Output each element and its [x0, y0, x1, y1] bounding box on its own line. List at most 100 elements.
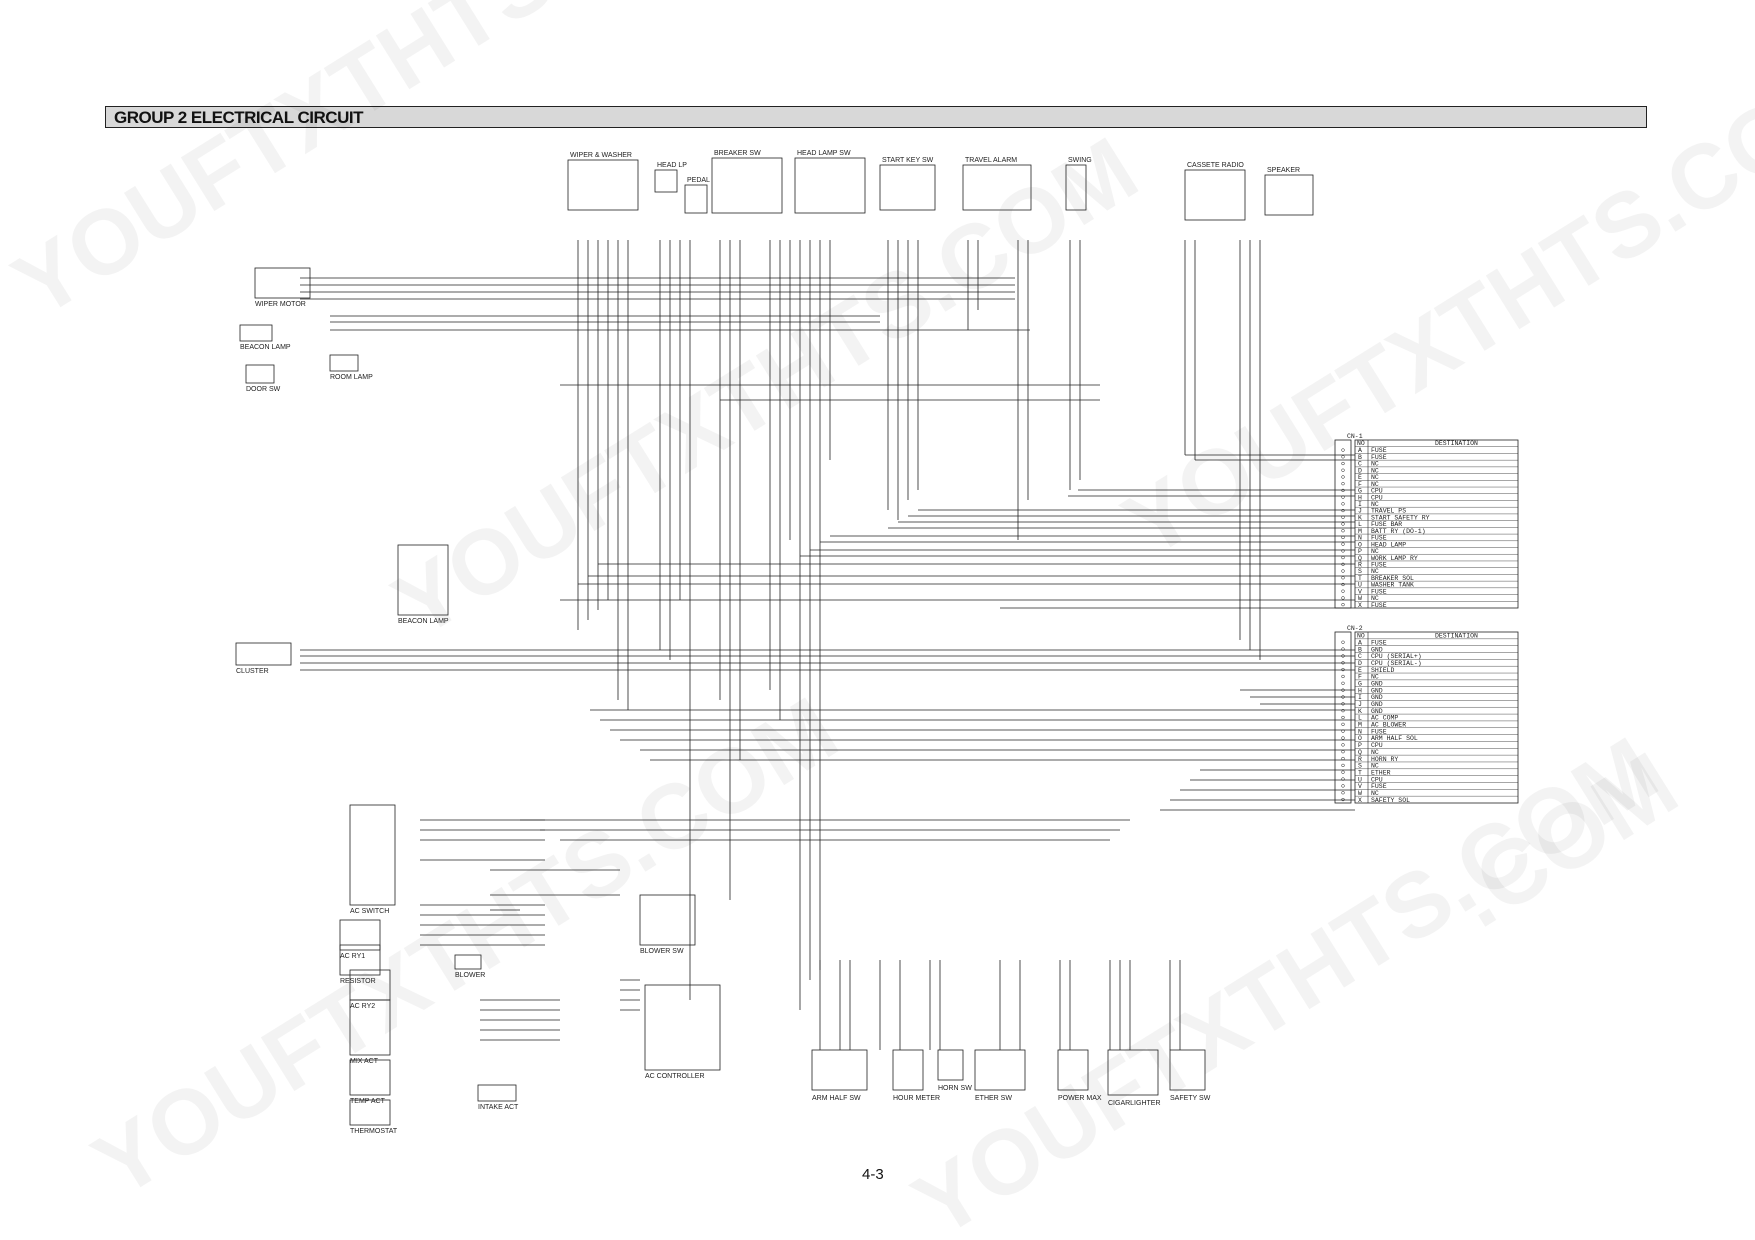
pin: [1341, 542, 1345, 546]
table-cell-destination: HEAD LAMP: [1371, 541, 1406, 548]
table-cell-no: T: [1358, 769, 1362, 776]
table-cell-destination: FUSE: [1371, 588, 1387, 595]
pin: [1341, 729, 1345, 733]
pin: [1341, 750, 1345, 754]
table-cell-destination: NC: [1371, 461, 1379, 468]
table-cell-destination: SAFETY SOL: [1371, 797, 1410, 804]
table-cell-no: I: [1358, 501, 1362, 508]
table-cell-destination: WORK LAMP RY: [1371, 555, 1418, 562]
table-cell-destination: NC: [1371, 548, 1379, 555]
left-component: BLOWER: [454, 954, 485, 979]
table-cell-no: T: [1358, 575, 1362, 582]
table-cell-no: A: [1358, 639, 1362, 646]
component-box: [349, 999, 391, 1056]
table-cell-no: K: [1358, 514, 1362, 521]
table-cell-destination: GND: [1371, 687, 1383, 694]
table-cell-destination: BATT RY (DO-1): [1371, 528, 1426, 535]
table-cell-no: D: [1358, 467, 1362, 474]
pin: [1341, 661, 1345, 665]
table-cell-destination: FUSE: [1371, 639, 1387, 646]
component-label: HEAD LAMP SW: [797, 150, 851, 157]
table-frame: [1354, 439, 1519, 609]
pin: [1341, 522, 1345, 526]
component-label: BREAKER SW: [714, 150, 761, 157]
bottom-component: ETHER SW: [974, 1049, 1026, 1102]
left-component: DOOR SW: [245, 364, 281, 393]
table-cell-no: G: [1358, 488, 1362, 495]
pin: [1341, 667, 1345, 672]
pin: [1341, 756, 1345, 761]
component-label: POWER MAX: [1058, 1095, 1102, 1102]
table-cell-destination: CPU: [1371, 776, 1383, 783]
component-label: DOOR SW: [246, 386, 281, 393]
component-label: HORN SW: [938, 1085, 972, 1092]
top-component: PEDAL: [684, 177, 710, 214]
pin: [1341, 455, 1345, 459]
component-label: AC RY1: [340, 953, 365, 960]
group-title: GROUP 2 ELECTRICAL CIRCUIT: [114, 108, 363, 127]
table-cell-no: V: [1358, 783, 1362, 790]
table-cell-destination: TRAVEL PS: [1371, 508, 1406, 515]
bottom-component: SAFETY SW: [1169, 1049, 1211, 1102]
left-component: INTAKE ACT: [477, 1084, 519, 1111]
pin: [1341, 743, 1345, 747]
component-box: [639, 894, 696, 946]
table-cell-no: B: [1358, 454, 1362, 461]
table-cell-no: O: [1358, 541, 1362, 548]
table-cell-no: R: [1358, 756, 1362, 763]
pin: [1341, 674, 1345, 679]
component-box: [397, 544, 449, 616]
pin: [1341, 640, 1345, 644]
component-label: CASSETE RADIO: [1187, 162, 1244, 169]
pin: [1341, 688, 1345, 692]
component-box: [1065, 164, 1087, 211]
table-cell-no: D: [1358, 660, 1362, 667]
component-box: [254, 267, 311, 299]
component-box: [349, 1099, 391, 1126]
pin: [1341, 784, 1345, 788]
watermark: YOUFTXTHTS.COM: [897, 718, 1675, 1240]
component-label: SPEAKER: [1267, 167, 1300, 174]
pin: [1341, 529, 1345, 533]
table-cell-no: H: [1358, 687, 1362, 694]
pin: [1341, 777, 1345, 781]
top-component: TRAVEL ALARM: [962, 157, 1032, 211]
pin: [1341, 576, 1345, 580]
table-cell-destination: NC: [1371, 763, 1379, 770]
component-box: [349, 1059, 391, 1096]
table-cell-no: C: [1358, 653, 1362, 660]
table-cell-destination: AC BLOWER: [1371, 722, 1406, 729]
table-cell-no: A: [1358, 447, 1362, 454]
component-box: [962, 164, 1032, 211]
table-cell-destination: WASHER TANK: [1371, 582, 1414, 589]
left-component: TEMP ACT: [349, 1059, 391, 1105]
table-cell-no: W: [1358, 595, 1362, 602]
pin: [1341, 695, 1345, 699]
component-label: WIPER MOTOR: [255, 301, 306, 308]
pin: [1341, 555, 1345, 560]
component-box: [974, 1049, 1026, 1091]
table-cell-no: W: [1358, 790, 1362, 797]
pin: [1341, 715, 1345, 720]
pin: [1341, 654, 1345, 658]
bottom-component: CIGARLIGHTER: [1107, 1049, 1161, 1107]
table-cell-no: Q: [1358, 555, 1362, 562]
table-cell-no: G: [1358, 681, 1362, 688]
table-cell-no: P: [1358, 742, 1362, 749]
component-label: TEMP ACT: [350, 1098, 386, 1105]
table-cell-destination: FUSE BAR: [1371, 521, 1402, 528]
table-cell-no: N: [1358, 728, 1362, 735]
table-header-destination: DESTINATION: [1435, 632, 1478, 639]
component-label: WIPER & WASHER: [570, 152, 632, 159]
pin: [1341, 515, 1345, 519]
watermark: YOUFTXTHTS.COM: [77, 678, 855, 1217]
table-cell-destination: NC: [1371, 595, 1379, 602]
table-header-destination: DESTINATION: [1435, 440, 1478, 447]
table-cell-destination: NC: [1371, 467, 1379, 474]
component-box: [567, 159, 639, 211]
table-cell-destination: GND: [1371, 708, 1383, 715]
table-frame: [1354, 631, 1519, 804]
component-label: AC RY2: [350, 1003, 375, 1010]
component-box: [1057, 1049, 1089, 1091]
pin: [1341, 770, 1345, 774]
